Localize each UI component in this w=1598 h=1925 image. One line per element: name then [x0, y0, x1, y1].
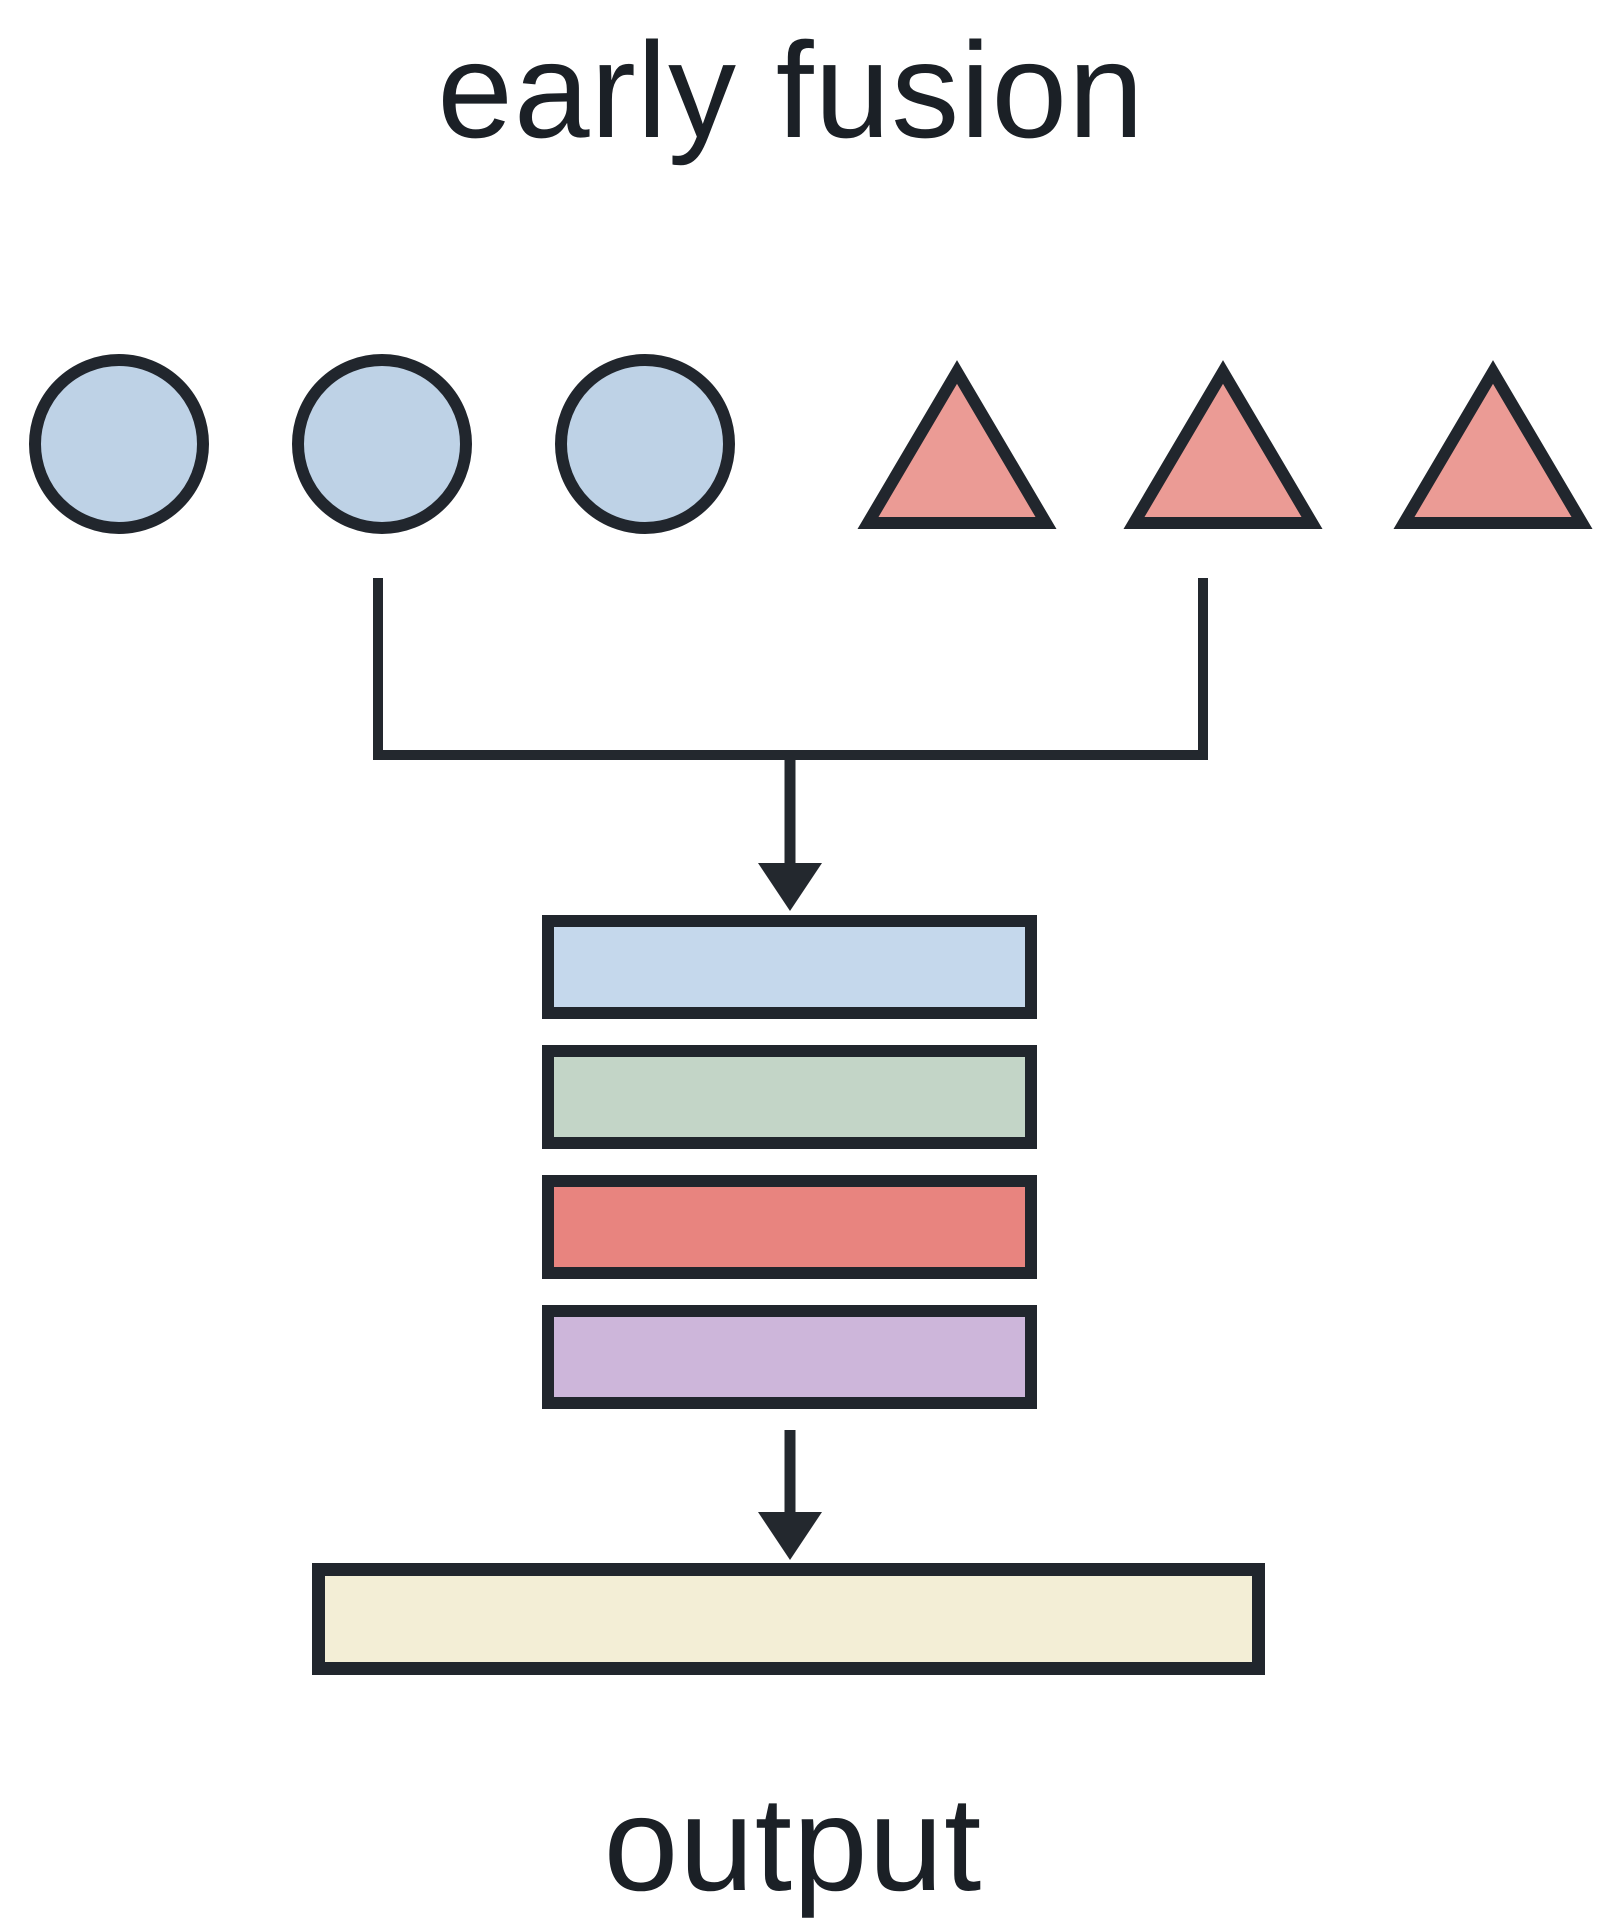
output-bar	[312, 1563, 1265, 1675]
gather-bracket	[373, 578, 1208, 760]
output-label: output	[603, 1770, 983, 1919]
triangle-token	[1123, 360, 1323, 529]
output-arrow-head-icon	[758, 1512, 822, 1560]
triangle-token	[857, 360, 1057, 529]
fusion-stack-layer-2	[542, 1045, 1037, 1149]
circle-token	[555, 354, 735, 534]
circle-token	[292, 354, 472, 534]
fusion-stack-layer-4	[542, 1305, 1037, 1409]
triangle-token	[1393, 360, 1593, 529]
fusion-stack-layer-3	[542, 1175, 1037, 1279]
circle-token	[29, 354, 209, 534]
diagram-title: early fusion	[437, 14, 1145, 166]
fusion-stack-layer-1	[542, 915, 1037, 1019]
fusion-input-arrow-head-icon	[758, 863, 822, 911]
